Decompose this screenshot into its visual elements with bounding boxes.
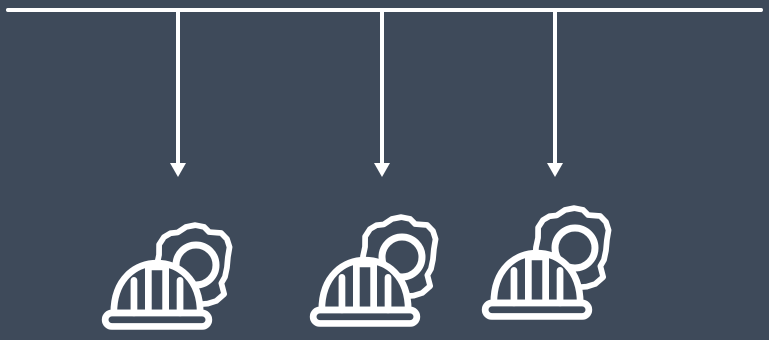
connector-arrow-3	[547, 10, 563, 177]
connector-arrow-2	[374, 10, 390, 177]
connector-arrow-1	[170, 10, 186, 177]
hardhat-gear-icon	[485, 208, 608, 316]
hardhat-gear-icon	[105, 225, 229, 326]
hardhat-gear-icon	[313, 217, 435, 323]
